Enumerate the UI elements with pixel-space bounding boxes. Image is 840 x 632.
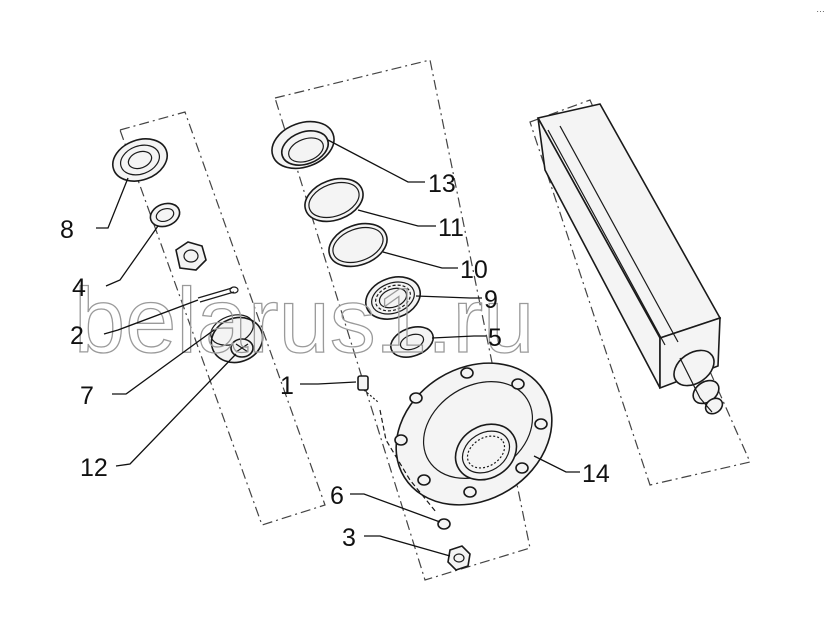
callout-2: 2 (70, 299, 199, 350)
callout-5-label: 5 (488, 324, 502, 352)
callout-8-label: 8 (60, 216, 74, 244)
frame-left (119, 111, 326, 526)
castle-nut (175, 241, 207, 271)
callout-2-label: 2 (70, 322, 84, 350)
callout-12-label: 12 (80, 454, 108, 482)
part-8-bearing (112, 138, 168, 182)
callout-9-label: 9 (484, 286, 498, 314)
callout-13: 13 (327, 139, 456, 198)
callout-5: 5 (431, 324, 502, 352)
callout-7: 7 (80, 329, 215, 410)
axle-housing (536, 103, 724, 415)
corner-mark: … (816, 4, 825, 14)
part-1-stud (357, 375, 437, 513)
callout-10: 10 (382, 251, 488, 284)
callout-1: 1 (280, 372, 357, 400)
part-5-washer (389, 326, 435, 358)
callout-7-label: 7 (80, 382, 94, 410)
callout-4-label: 4 (72, 274, 86, 302)
callout-8: 8 (60, 177, 129, 244)
callout-11: 11 (357, 209, 464, 242)
callout-3: 3 (342, 524, 451, 557)
callout-6-label: 6 (330, 482, 344, 510)
callout-14-label: 14 (582, 460, 610, 488)
part-9-bearing (365, 276, 421, 320)
part-2-cotter-pin (197, 286, 239, 303)
part-14-hub (394, 362, 553, 506)
part-6-washer (437, 518, 451, 530)
watermark: belarus1.ru (74, 270, 534, 372)
callout-11-label: 11 (438, 214, 464, 242)
part-13-seal (271, 120, 335, 170)
callout-12: 12 (80, 353, 237, 482)
part-4-washer (149, 202, 181, 228)
frame-center (274, 59, 531, 581)
callout-1-label: 1 (280, 372, 294, 400)
callout-4: 4 (72, 225, 159, 302)
callout-14: 14 (533, 455, 610, 488)
callout-13-label: 13 (428, 170, 456, 198)
part-12-plug (230, 338, 254, 358)
callout-10-label: 10 (460, 256, 488, 284)
callout-3-label: 3 (342, 524, 356, 552)
callout-6: 6 (330, 482, 441, 523)
frame-right (529, 99, 751, 486)
part-3-nut (447, 545, 471, 571)
callout-9: 9 (415, 286, 498, 314)
